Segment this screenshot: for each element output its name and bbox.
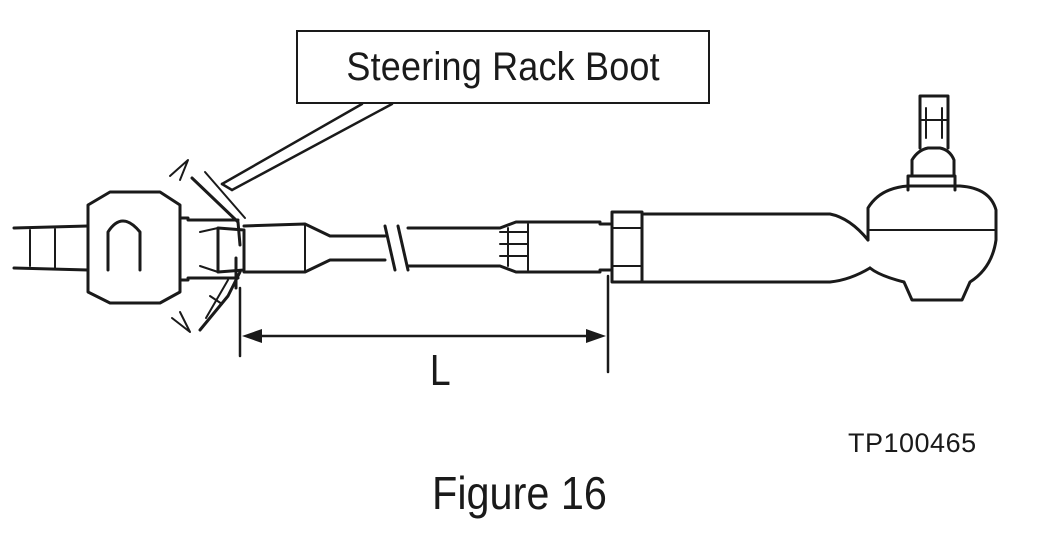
inner-socket-housing: [86, 190, 190, 305]
inner-tie-rod: [242, 222, 387, 274]
callout-box: Steering Rack Boot: [296, 30, 710, 104]
steering-rack-boot: [169, 159, 246, 333]
dimension-label: L: [429, 346, 451, 395]
ball-stud: [910, 94, 956, 178]
lock-nut: [598, 210, 644, 284]
callout-leader: [220, 102, 394, 192]
rack-shaft-stub: [12, 224, 90, 272]
callout-label: Steering Rack Boot: [346, 44, 660, 89]
outer-tie-rod-end: [640, 174, 998, 302]
dimension-extension-lines: [238, 274, 610, 374]
dimension-arrowhead-left: [242, 329, 262, 343]
threaded-section: [406, 220, 602, 274]
dimension-arrowhead-right: [586, 329, 606, 343]
rod-break-marks: [383, 224, 410, 272]
figure-caption: Figure 16: [432, 467, 607, 519]
part-code: TP100465: [848, 428, 977, 458]
